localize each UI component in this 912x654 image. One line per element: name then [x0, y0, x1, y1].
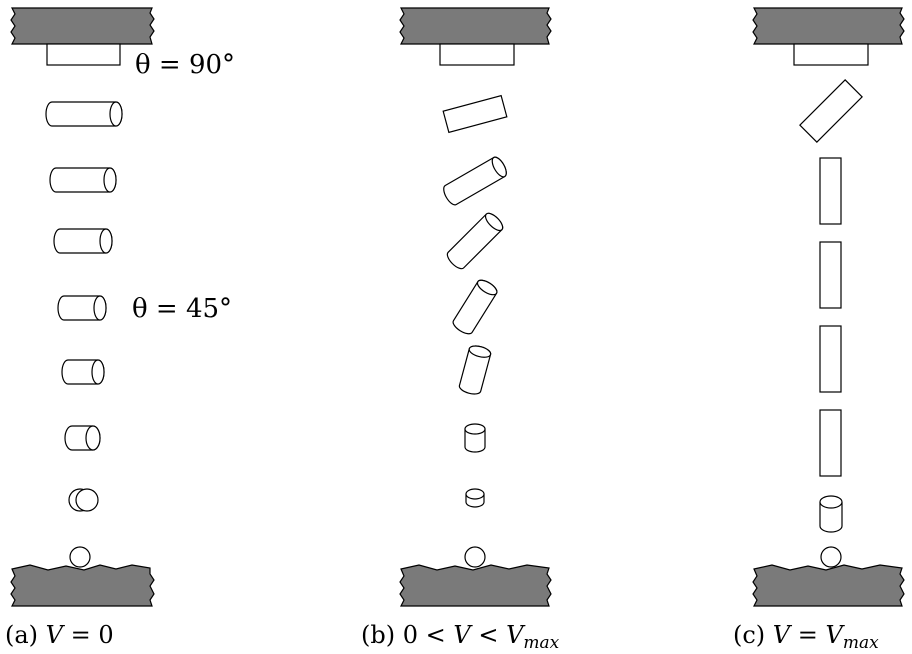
molecule-b-4	[452, 279, 498, 335]
molecule-a-8	[69, 546, 91, 568]
molecule-b-8	[464, 546, 486, 568]
molecule-b-2	[443, 156, 507, 206]
top-electrode-plate-a	[10, 7, 155, 45]
caption-b: (b) 0 < V < Vmax	[361, 621, 560, 653]
molecule-a-1	[45, 101, 123, 127]
top-electrode-plate-c	[752, 7, 905, 45]
molecule-c-4	[819, 325, 842, 393]
molecule-a-2	[49, 167, 117, 193]
molecule-a-5	[61, 359, 105, 385]
molecule-b-7	[465, 488, 485, 508]
angle-label-90: θ = 90°	[135, 50, 235, 80]
molecule-a-3	[53, 228, 113, 254]
top-electrode-plate-b	[399, 7, 552, 45]
molecule-a-6	[64, 425, 101, 451]
molecule-c-1	[799, 79, 863, 143]
molecule-a-4	[57, 295, 107, 321]
bottom-electrode-plate-c	[752, 564, 905, 607]
caption-c: (c) V = Vmax	[733, 621, 879, 653]
bottom-electrode-plate-a	[10, 564, 155, 607]
molecule-b-1	[442, 94, 508, 134]
bottom-electrode-plate-b	[399, 564, 552, 607]
molecule-c-5	[819, 409, 842, 477]
panel-a: θ = 90° θ = 45° (a) V = 0	[5, 7, 235, 649]
molecule-c-7	[820, 546, 842, 568]
molecule-b-3	[446, 212, 504, 270]
panel-c: (c) V = Vmax	[733, 7, 905, 653]
molecule-b-6	[464, 423, 486, 453]
molecule-b-0	[439, 43, 515, 66]
caption-a: (a) V = 0	[5, 621, 114, 649]
molecule-c-6	[819, 495, 843, 533]
angle-label-45: θ = 45°	[132, 294, 232, 324]
molecule-c-0	[793, 43, 869, 66]
molecule-a-0	[46, 43, 121, 66]
panel-b: (b) 0 < V < Vmax	[361, 7, 560, 653]
molecule-a-7	[68, 488, 99, 512]
molecule-c-2	[819, 157, 842, 225]
molecule-b-5	[458, 345, 492, 395]
molecule-c-3	[819, 241, 842, 309]
